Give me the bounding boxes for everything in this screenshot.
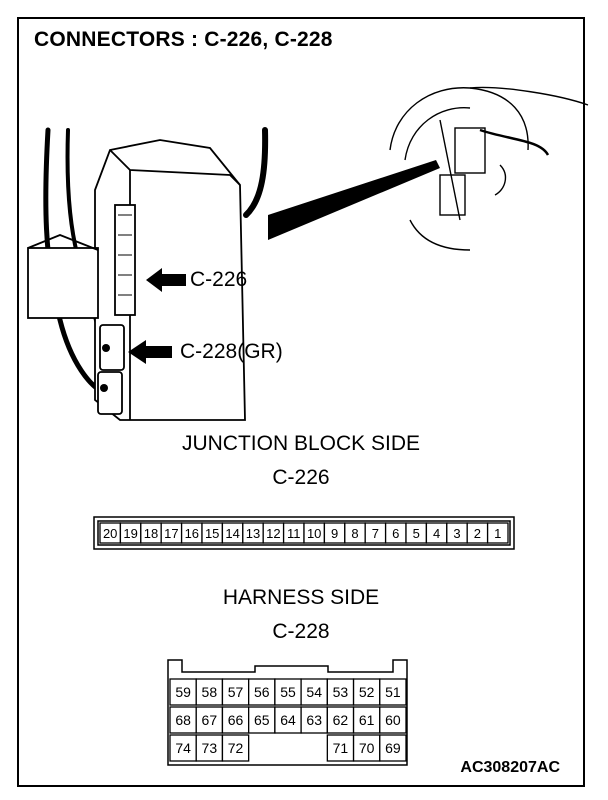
c226-pin-7: 7: [372, 526, 379, 541]
c228-connector-shape: [99, 324, 125, 371]
c228-pin-68: 68: [175, 712, 191, 728]
c226-pin-15: 15: [205, 526, 219, 541]
c226-pin-16: 16: [185, 526, 199, 541]
c228-pin-63: 63: [306, 712, 322, 728]
harness-side-connector: C-228: [272, 620, 330, 643]
c228-pin-70-cell: [352, 734, 381, 762]
c228-pin-72-cell: [221, 734, 250, 762]
c226-pin-3: 3: [453, 526, 460, 541]
c228-pin-67: 67: [202, 712, 218, 728]
c226-pin-9: 9: [331, 526, 338, 541]
c226-pin-13: 13: [246, 526, 260, 541]
c226-arrow: [146, 268, 186, 292]
c228-pin-65: 65: [254, 712, 270, 728]
c228-pin-55: 55: [280, 684, 296, 700]
c226-slot: [114, 204, 136, 316]
c228-pin-58: 58: [202, 684, 218, 700]
c228-pin-64-cell: [274, 706, 302, 734]
dashboard-view: [389, 86, 589, 251]
c228-pin-51-cell: [379, 678, 407, 706]
c228-pin-57: 57: [228, 684, 244, 700]
c226-pin-1: 1: [494, 526, 501, 541]
c226-pin-14: 14: [225, 526, 239, 541]
c228-pin-64: 64: [280, 712, 296, 728]
c228-pin-69-cell: [379, 734, 407, 762]
c226-pin-6: 6: [392, 526, 399, 541]
c226-pin-4: 4: [433, 526, 440, 541]
c226-pin-10: 10: [307, 526, 321, 541]
lower-connector-shape: [97, 371, 123, 415]
harness-side-heading: HARNESS SIDE: [222, 586, 380, 609]
c226-pin-1-cell: [486, 522, 509, 544]
c228-pin-65-cell: [248, 706, 276, 734]
c228-pin-59-cell: [169, 678, 197, 706]
c228-pin-72: 72: [228, 740, 244, 756]
c228-pin-60-cell: [379, 706, 407, 734]
c226-pin-12: 12: [266, 526, 280, 541]
c228-pin-51: 51: [385, 684, 401, 700]
c228-pin-60: 60: [385, 712, 401, 728]
c228-arrow: [128, 340, 172, 364]
callout-c226: C-226: [190, 268, 248, 291]
c228-pin-73: 73: [202, 740, 218, 756]
figure-code: AC308207AC: [460, 759, 560, 776]
c228-pin-74: 74: [175, 740, 191, 756]
c228-pin-61-cell: [352, 706, 381, 734]
c228-pin-54: 54: [306, 684, 322, 700]
c228-pin-56-cell: [248, 678, 276, 706]
location-pointer: [268, 160, 440, 240]
page-title: CONNECTORS : C-226, C-228: [34, 28, 333, 51]
c228-pin-62: 62: [333, 712, 349, 728]
c226-pin-5: 5: [413, 526, 420, 541]
c228-pin-56: 56: [254, 684, 270, 700]
c226-pin-2: 2: [474, 526, 481, 541]
c228-pin-59: 59: [175, 684, 191, 700]
c226-pin-17: 17: [164, 526, 178, 541]
c228-pin-54-cell: [300, 678, 328, 706]
c226-pin-11: 11: [287, 526, 301, 541]
c228-pin-69: 69: [385, 740, 401, 756]
c228-pin-71: 71: [333, 740, 349, 756]
c228-pin-52: 52: [359, 684, 375, 700]
c228-pin-71-cell: [326, 734, 355, 762]
c226-pin-20: 20: [103, 526, 117, 541]
c228-pin-57-cell: [221, 678, 250, 706]
c228-pin-58-cell: [195, 678, 224, 706]
wire-top-right: [243, 127, 269, 218]
c228-pin-70: 70: [359, 740, 375, 756]
c228-pin-61: 61: [359, 712, 375, 728]
c226-pin-8: 8: [351, 526, 358, 541]
c226-pin-19: 19: [123, 526, 137, 541]
junction-block-heading: JUNCTION BLOCK SIDE: [181, 432, 421, 455]
c228-pin-74-cell: [169, 734, 197, 762]
diagram-frame: [17, 17, 585, 787]
c228-pin-53: 53: [333, 684, 349, 700]
callout-c228: C-228(GR): [180, 340, 283, 363]
c226-pin-18: 18: [144, 526, 158, 541]
side-bracket: [27, 247, 99, 319]
c228-pin-63-cell: [300, 706, 328, 734]
junction-block-connector: C-226: [272, 466, 330, 489]
c228-pin-66: 66: [228, 712, 244, 728]
